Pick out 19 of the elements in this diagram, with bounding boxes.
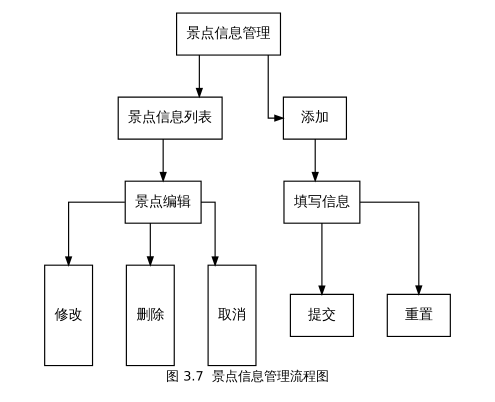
node-box: 修改 <box>44 264 94 366</box>
node-box: 景点信息列表 <box>118 96 223 140</box>
node-box: 重置 <box>386 294 451 337</box>
node-box: 景点编辑 <box>124 180 202 224</box>
caption: 图 3.7 景点信息管理流程图 <box>166 370 329 385</box>
node-box: 提交 <box>290 294 354 337</box>
node-box: 删除 <box>126 264 175 366</box>
arrow <box>159 139 167 182</box>
arrow <box>64 202 125 267</box>
node-box: 添加 <box>282 96 348 140</box>
arrow <box>360 202 422 296</box>
node-box: 景点信息管理 <box>176 12 282 56</box>
node-box: 取消 <box>208 264 257 366</box>
arrow <box>318 223 326 296</box>
arrow <box>146 223 154 267</box>
arrow <box>268 55 285 122</box>
node-box: 填写信息 <box>283 180 360 224</box>
arrow <box>196 55 204 98</box>
arrow <box>312 139 319 182</box>
